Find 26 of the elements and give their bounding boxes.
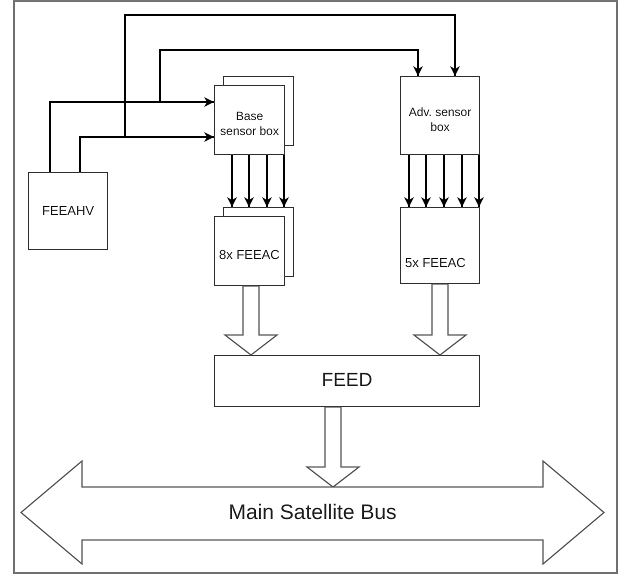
arrow [474, 155, 484, 207]
node-label: 5x FEEAC [404, 255, 467, 272]
block-arrow [305, 406, 361, 488]
node-label: Base sensor box [219, 109, 280, 139]
arrow [262, 155, 272, 207]
process-box [214, 85, 285, 155]
arrow [457, 155, 467, 207]
arrow [244, 155, 254, 207]
node-label: FEED [320, 369, 374, 393]
node-label: 8x FEEAC [218, 246, 281, 264]
node-label: Adv. sensor box [408, 104, 472, 134]
process-box [214, 216, 285, 286]
arrow [279, 155, 289, 207]
block-arrow [412, 283, 468, 356]
bus-double-arrow [20, 460, 605, 565]
arrow [421, 155, 431, 207]
process-box [214, 355, 480, 407]
node-label: Main Satellite Bus [227, 500, 398, 526]
arrow [404, 155, 414, 207]
arrow [227, 155, 237, 207]
block-arrow [223, 285, 279, 356]
arrow [439, 155, 449, 207]
node-label: FEEAHV [40, 202, 95, 220]
process-box [400, 76, 480, 155]
process-box [400, 207, 480, 284]
process-box [28, 172, 108, 250]
